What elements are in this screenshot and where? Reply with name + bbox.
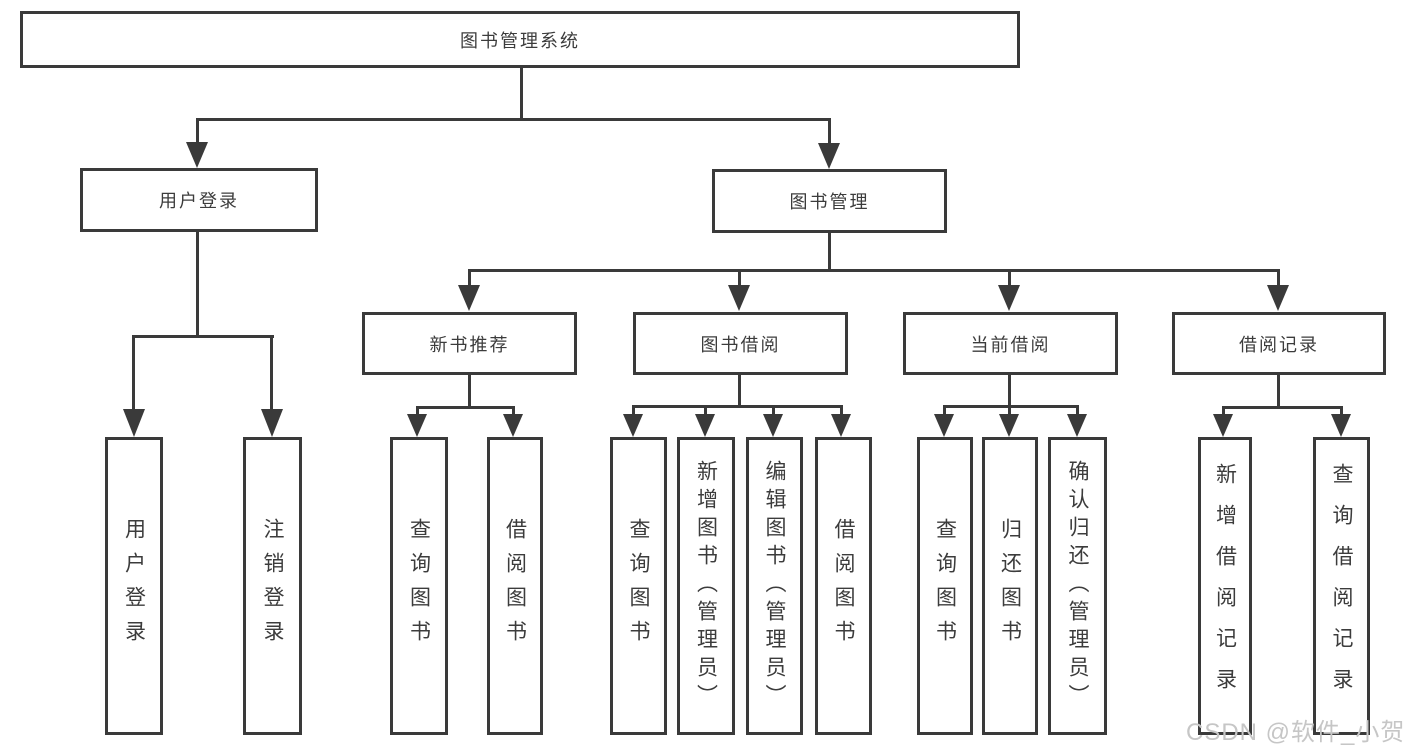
- connector-arrow-bb4-stem: [840, 405, 843, 415]
- leaf-borrow-query-label: 查询图书: [627, 518, 650, 654]
- connector-root-stem: [520, 68, 523, 120]
- connector-cb-stem: [1008, 375, 1011, 408]
- node-book-borrowing-label: 图书借阅: [700, 334, 781, 355]
- leaf-borrow-query: 查询图书: [610, 437, 667, 735]
- connector-arrow-nb1-stem: [416, 406, 419, 415]
- connector-arrow-user-login-stem: [196, 118, 199, 142]
- connector-cb-bar: [943, 405, 1079, 408]
- connector-arrow-nb2-stem: [512, 406, 515, 415]
- leaf-user-login-label: 用户登录: [122, 518, 146, 654]
- arrowhead-bb4: [831, 414, 851, 437]
- connector-mgmt-bar: [468, 269, 1280, 272]
- connector-login-bar: [133, 335, 274, 338]
- leaf-logout-label: 注销登录: [261, 518, 284, 654]
- leaf-record-query: 查询借阅记录: [1313, 437, 1370, 735]
- leaf-current-confirm-admin-label: 确认归还（管理员）: [1066, 460, 1089, 712]
- connector-login-stem: [196, 232, 199, 338]
- connector-mgmt-stem: [828, 233, 831, 272]
- connector-newbook-bar: [416, 406, 515, 409]
- node-user-login-label: 用户登录: [159, 191, 239, 211]
- csdn-watermark: CSDN @软件_小贺同学: [1186, 719, 1405, 746]
- connector-arrow-bb1-stem: [632, 405, 635, 415]
- connector-arrow-leaf-logout-stem: [270, 335, 273, 409]
- connector-bb-bar: [632, 405, 843, 408]
- connector-br-stem: [1277, 375, 1280, 409]
- arrowhead-records: [1267, 285, 1289, 311]
- node-book-management-label: 图书管理: [789, 192, 870, 212]
- leaf-borrow-book: 借阅图书: [815, 437, 872, 735]
- arrowhead-bb2: [695, 414, 715, 437]
- leaf-borrow-edit-admin-label: 编辑图书（管理员）: [763, 460, 786, 712]
- connector-arrow-bb2-stem: [704, 405, 707, 415]
- leaf-borrow-edit-admin: 编辑图书（管理员）: [746, 437, 803, 735]
- leaf-newbook-query: 查询图书: [390, 437, 448, 735]
- arrowhead-br2: [1331, 414, 1351, 437]
- connector-arrow-book-mgmt-stem: [828, 118, 831, 143]
- connector-arrow-currentborrow-stem: [1008, 269, 1011, 285]
- connector-arrow-br2-stem: [1340, 406, 1343, 415]
- connector-arrow-records-stem: [1277, 269, 1280, 285]
- leaf-current-query-label: 查询图书: [933, 518, 957, 654]
- leaf-borrow-add-admin: 新增图书（管理员）: [677, 437, 735, 735]
- leaf-record-add-label: 新增借阅记录: [1213, 463, 1237, 709]
- arrowhead-leaf-login: [123, 409, 145, 437]
- arrowhead-cb1: [934, 414, 954, 437]
- connector-br-bar: [1222, 406, 1343, 409]
- leaf-current-query: 查询图书: [917, 437, 973, 735]
- leaf-borrow-book-label: 借阅图书: [832, 518, 855, 654]
- connector-newbook-stem: [468, 375, 471, 409]
- arrowhead-cb2: [999, 414, 1019, 437]
- leaf-newbook-borrow: 借阅图书: [487, 437, 543, 735]
- leaf-user-login: 用户登录: [105, 437, 163, 735]
- root-node-box: 图书管理系统: [20, 11, 1020, 68]
- node-user-login: 用户登录: [80, 168, 318, 232]
- node-book-management: 图书管理: [712, 169, 947, 233]
- node-current-borrowing-label: 当前借阅: [970, 334, 1051, 355]
- node-borrowing-records-label: 借阅记录: [1239, 334, 1319, 355]
- arrowhead-user-login: [186, 142, 208, 168]
- connector-arrow-cb2-stem: [1008, 405, 1011, 415]
- arrowhead-leaf-logout: [261, 409, 283, 437]
- connector-arrow-newbook-stem: [468, 269, 471, 285]
- leaf-newbook-query-label: 查询图书: [407, 518, 431, 654]
- connector-bb-stem: [738, 375, 741, 408]
- arrowhead-nb1: [407, 414, 427, 437]
- connector-root-bar: [197, 118, 831, 121]
- root-node-label: 图书管理系统: [460, 30, 580, 51]
- arrowhead-currentborrow: [998, 285, 1020, 311]
- arrowhead-br1: [1213, 414, 1233, 437]
- arrowhead-bb1: [623, 414, 643, 437]
- leaf-record-add: 新增借阅记录: [1198, 437, 1252, 735]
- node-new-book-recommend-label: 新书推荐: [429, 334, 510, 355]
- node-new-book-recommend: 新书推荐: [362, 312, 577, 375]
- connector-arrow-br1-stem: [1222, 406, 1225, 415]
- arrowhead-bookborrow: [728, 285, 750, 311]
- leaf-newbook-borrow-label: 借阅图书: [503, 518, 527, 654]
- connector-arrow-leaf-login-stem: [132, 335, 135, 409]
- arrowhead-bb3: [763, 414, 783, 437]
- node-current-borrowing: 当前借阅: [903, 312, 1118, 375]
- node-borrowing-records: 借阅记录: [1172, 312, 1386, 375]
- arrowhead-cb3: [1067, 414, 1087, 437]
- arrowhead-newbook: [458, 285, 480, 311]
- leaf-current-return: 归还图书: [982, 437, 1038, 735]
- connector-arrow-cb3-stem: [1076, 405, 1079, 415]
- leaf-record-query-label: 查询借阅记录: [1330, 463, 1353, 709]
- leaf-logout: 注销登录: [243, 437, 302, 735]
- leaf-borrow-add-admin-label: 新增图书（管理员）: [694, 460, 718, 712]
- leaf-current-return-label: 归还图书: [998, 518, 1022, 654]
- node-book-borrowing: 图书借阅: [633, 312, 848, 375]
- connector-arrow-bb3-stem: [772, 405, 775, 415]
- connector-arrow-bookborrow-stem: [738, 269, 741, 285]
- arrowhead-book-mgmt: [818, 143, 840, 169]
- leaf-current-confirm-admin: 确认归还（管理员）: [1048, 437, 1107, 735]
- arrowhead-nb2: [503, 414, 523, 437]
- connector-arrow-cb1-stem: [943, 405, 946, 415]
